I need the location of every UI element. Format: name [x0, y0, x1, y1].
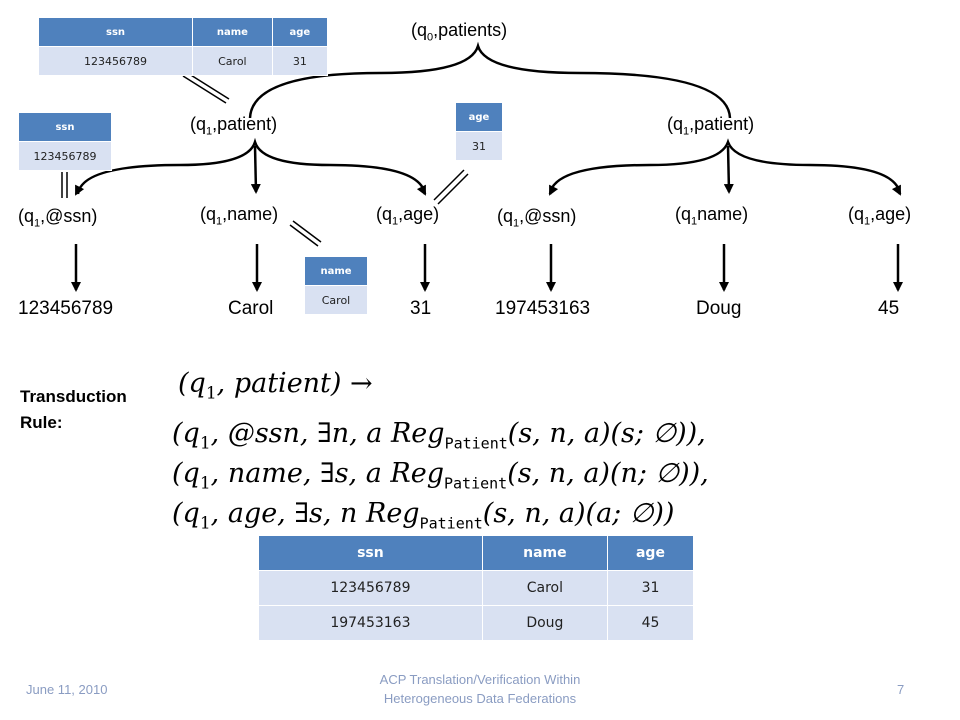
result-cell: Doug: [481, 605, 608, 641]
patient-node-left: (q1,patient): [190, 114, 278, 138]
footer-date: June 11, 2010: [26, 682, 108, 697]
rule-line-3: (q1, name, ∃s, a RegPatient(s, n, a)(n; …: [172, 458, 709, 494]
result-cell: 45: [606, 605, 695, 641]
age-mini-header: age: [455, 102, 503, 132]
table-row: 123456789 Carol 31: [258, 570, 695, 606]
name-mini-value: Carol: [304, 285, 368, 315]
result-cell: 31: [606, 570, 695, 606]
left-patient-brace: [76, 137, 427, 195]
result-table: ssn name age 123456789 Carol 31 19745316…: [258, 535, 695, 641]
mini-header-ssn: ssn: [37, 17, 194, 47]
age-mini-table: age 31: [455, 102, 503, 161]
ssn-mini-table: ssn 123456789: [18, 112, 112, 171]
mini-header-name: name: [192, 17, 273, 47]
footer-title-line2: Heterogeneous Data Federations: [383, 691, 577, 706]
value-ssn-left: 123456789: [18, 298, 114, 319]
transduction-label-line2: Rule:: [20, 413, 63, 432]
value-name-right: Doug: [696, 298, 742, 319]
transduction-label: Transduction Rule:: [20, 384, 127, 436]
table-row: 197453163 Doug 45: [258, 605, 695, 641]
ssn-mini-header: ssn: [18, 112, 112, 142]
value-name-left: Carol: [228, 298, 274, 319]
transduction-label-line1: Transduction: [20, 387, 127, 406]
result-cell: 197453163: [258, 605, 483, 641]
result-cell: Carol: [481, 570, 608, 606]
name-mini-header: name: [304, 256, 368, 286]
patient-mini-table: ssn name age 123456789 Carol 31: [37, 17, 329, 76]
patient-node-right: (q1,patient): [667, 114, 755, 138]
value-age-left: 31: [410, 298, 432, 319]
rule-line-1: (q1, patient) →: [178, 368, 373, 404]
result-cell: 123456789: [258, 570, 483, 606]
rule-line-2: (q1, @ssn, ∃n, a RegPatient(s, n, a)(s; …: [172, 418, 706, 454]
root-node-label: (q0,patients): [411, 20, 508, 44]
field-ssn-right: (q1,@ssn): [497, 206, 577, 230]
field-name-left: (q1,name): [200, 204, 279, 228]
field-age-right: (q1,age): [848, 204, 912, 228]
field-ssn-left: (q1,@ssn): [18, 206, 98, 230]
root-brace: [248, 41, 732, 119]
mini-cell-age: 31: [271, 46, 329, 76]
mini-header-age: age: [271, 17, 329, 47]
footer-title-line1: ACP Translation/Verification Within: [379, 672, 581, 687]
right-patient-brace: [548, 138, 902, 195]
field-age-left: (q1,age): [376, 204, 440, 228]
result-header-age: age: [606, 535, 695, 571]
field-name-right: (q1name): [675, 204, 749, 228]
rule-line-4: (q1, age, ∃s, n RegPatient(s, n, a)(a; ∅…: [172, 498, 675, 534]
mini-cell-ssn: 123456789: [37, 46, 194, 76]
mini-cell-name: Carol: [192, 46, 273, 76]
footer-title: ACP Translation/Verification Within Hete…: [355, 670, 605, 708]
result-header-name: name: [481, 535, 608, 571]
value-ssn-right: 197453163: [495, 298, 591, 319]
footer-page-number: 7: [897, 682, 905, 697]
age-mini-value: 31: [455, 131, 503, 161]
result-header-ssn: ssn: [258, 535, 483, 571]
value-age-right: 45: [878, 298, 900, 319]
ssn-mini-value: 123456789: [18, 141, 112, 171]
name-mini-table: name Carol: [304, 256, 368, 315]
